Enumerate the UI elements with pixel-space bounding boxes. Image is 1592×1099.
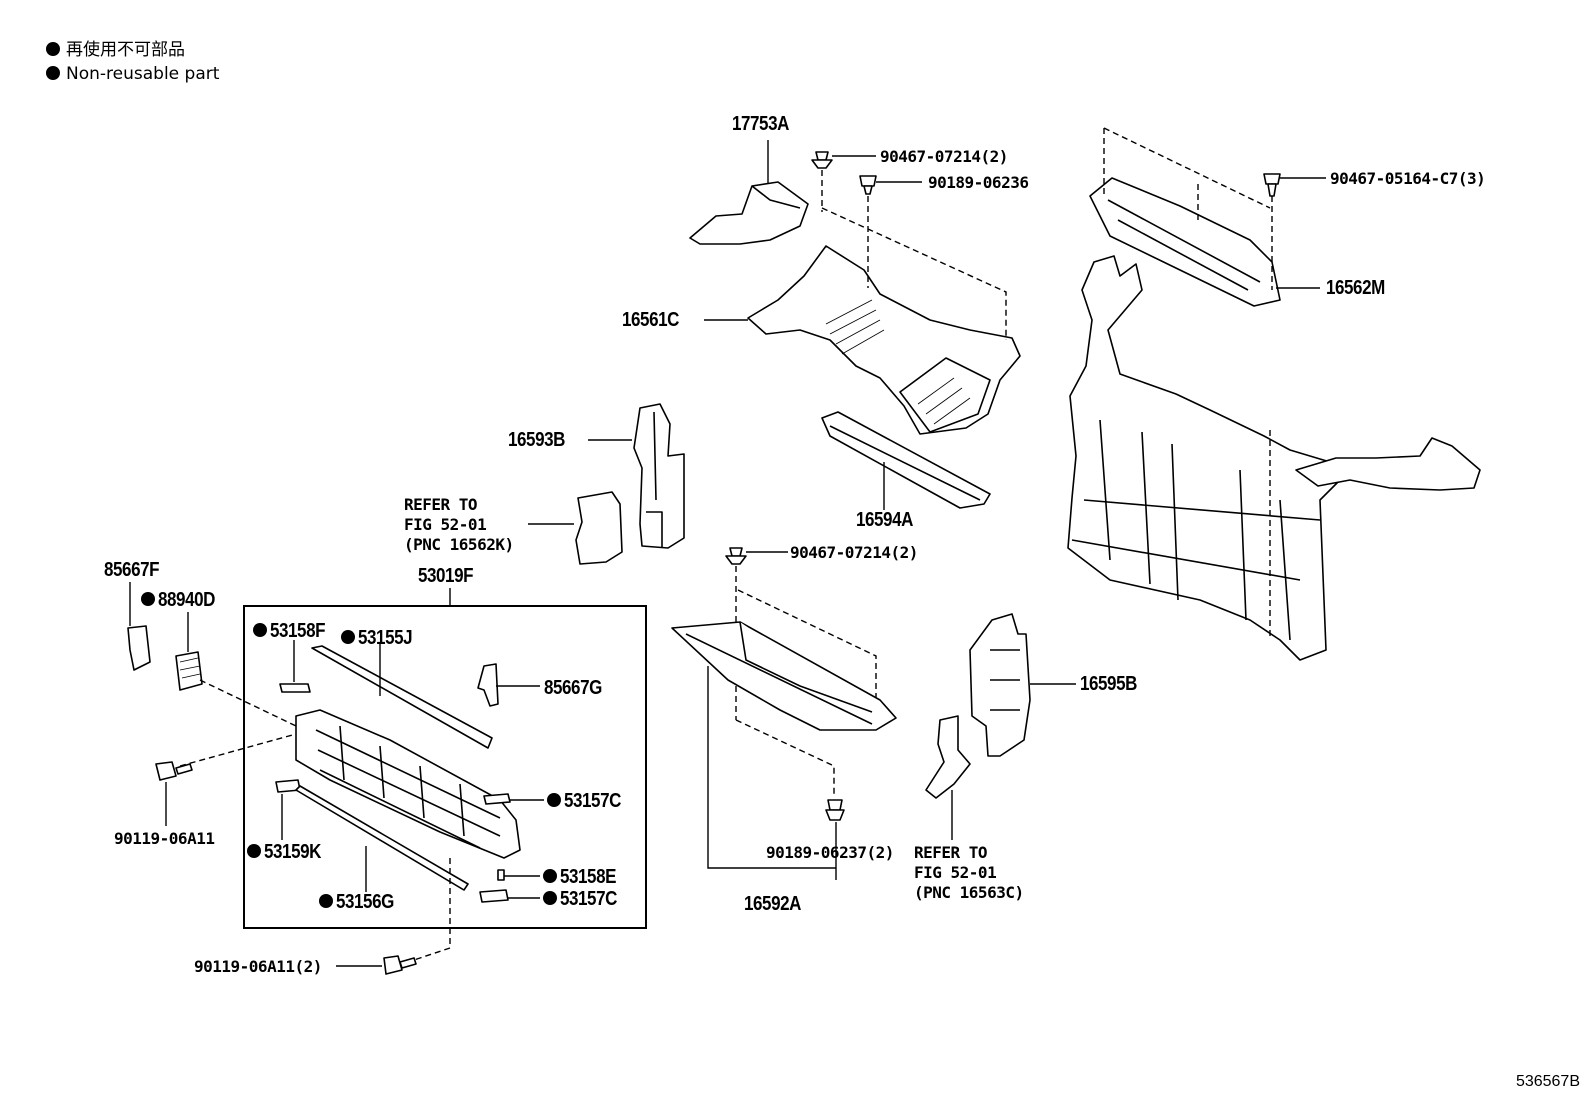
part-16561C-drawing[interactable] [747,245,1021,435]
part-53155J-drawing[interactable] [311,645,493,749]
label-90467-07214-top: 90467-07214(2) [880,147,1008,166]
label-90467-05164-C7: 90467-05164-C7(3) [1330,169,1485,188]
label-refer2-line3: (PNC 16563C) [914,883,1024,902]
label-refer2-line2: FIG 52-01 [914,863,996,882]
label-refer2-line1: REFER TO [914,843,987,862]
clip-90467-07214-top-icon[interactable] [811,151,833,169]
label-53157C-upper: 53157C [564,789,621,812]
figure-number: 536567B [1515,1073,1580,1090]
radiator-support-drawing[interactable] [1067,255,1481,661]
leader-16592A [707,666,837,880]
part-88940D-drawing[interactable] [175,651,203,691]
label-refer1-line3: (PNC 16562K) [404,535,514,554]
dashed-guide-bolt [413,858,451,961]
non-reusable-dot-icon [46,66,60,80]
non-reusable-dot-icon [341,630,355,644]
part-16594A-drawing[interactable] [821,411,991,509]
non-reusable-dot-icon [247,844,261,858]
label-85667G: 85667G [544,676,602,699]
part-16592A-drawing[interactable] [671,621,897,731]
non-reusable-dot-icon [141,592,155,606]
label-53155J: 53155J [358,626,412,649]
dashed-guide-16592A [735,566,877,796]
clip-90189-06236-icon[interactable] [859,175,877,195]
non-reusable-dot-icon [253,623,267,637]
part-53156G-drawing[interactable] [295,785,469,891]
clip-90189-06237-icon[interactable] [825,799,845,821]
label-16595B: 16595B [1080,672,1137,695]
part-16563C-ref-drawing[interactable] [925,715,971,799]
label-85667F: 85667F [104,558,159,581]
legend-japanese-text: 再使用不可部品 [66,40,185,60]
label-16594A: 16594A [856,508,913,531]
label-16593B: 16593B [508,428,565,451]
label-refer1-line1: REFER TO [404,495,477,514]
label-90119-06A11-2: 90119-06A11(2) [194,957,322,976]
non-reusable-dot-icon [543,869,557,883]
non-reusable-dot-icon [46,42,60,56]
clip-90467-07214-mid-icon[interactable] [725,547,747,565]
part-16562K-ref-drawing[interactable] [575,491,623,565]
part-16593B-drawing[interactable] [633,403,685,549]
label-16561C: 16561C [622,308,679,331]
clip-90467-05164-icon[interactable] [1263,173,1281,197]
part-53158F-drawing[interactable] [279,683,311,693]
box-53019F [243,605,647,929]
part-16562M-drawing[interactable] [1089,177,1281,307]
dashed-guide-16562M [1103,127,1273,290]
label-53157C-lower: 53157C [560,887,617,910]
bolt-90119-06A11-icon[interactable] [155,761,193,781]
label-53019F: 53019F [418,564,473,587]
part-53158E-drawing[interactable] [497,869,505,881]
label-17753A: 17753A [732,112,789,135]
part-16595B-drawing[interactable] [969,613,1031,757]
label-16562M: 16562M [1326,276,1385,299]
part-53157C-lower-drawing[interactable] [479,889,509,903]
non-reusable-dot-icon [547,793,561,807]
label-90189-06236: 90189-06236 [928,173,1028,192]
dashed-guide-53019F [179,679,297,767]
legend-japanese: 再使用不可部品 [46,40,185,60]
label-90189-06237: 90189-06237(2) [766,843,894,862]
part-85667G-drawing[interactable] [477,663,499,707]
label-53158F: 53158F [270,619,325,642]
part-17753A-drawing[interactable] [689,181,809,245]
part-85667F-drawing[interactable] [127,625,151,671]
label-88940D: 88940D [158,588,215,611]
non-reusable-dot-icon [543,891,557,905]
label-90119-06A11: 90119-06A11 [114,829,214,848]
label-53156G: 53156G [336,890,394,913]
non-reusable-dot-icon [319,894,333,908]
legend-english-text: Non-reusable part [66,64,220,84]
label-refer1-line2: FIG 52-01 [404,515,486,534]
label-53158E: 53158E [560,865,616,888]
part-53157C-upper-drawing[interactable] [483,793,511,805]
dashed-guide-16561C [821,170,1007,340]
bolt-90119-06A11-2-icon[interactable] [383,955,417,975]
label-53159K: 53159K [264,840,322,863]
part-53019F-drawing[interactable] [295,709,521,859]
label-16592A: 16592A [744,892,801,915]
legend-english: Non-reusable part [46,64,219,84]
label-90467-07214-mid: 90467-07214(2) [790,543,918,562]
